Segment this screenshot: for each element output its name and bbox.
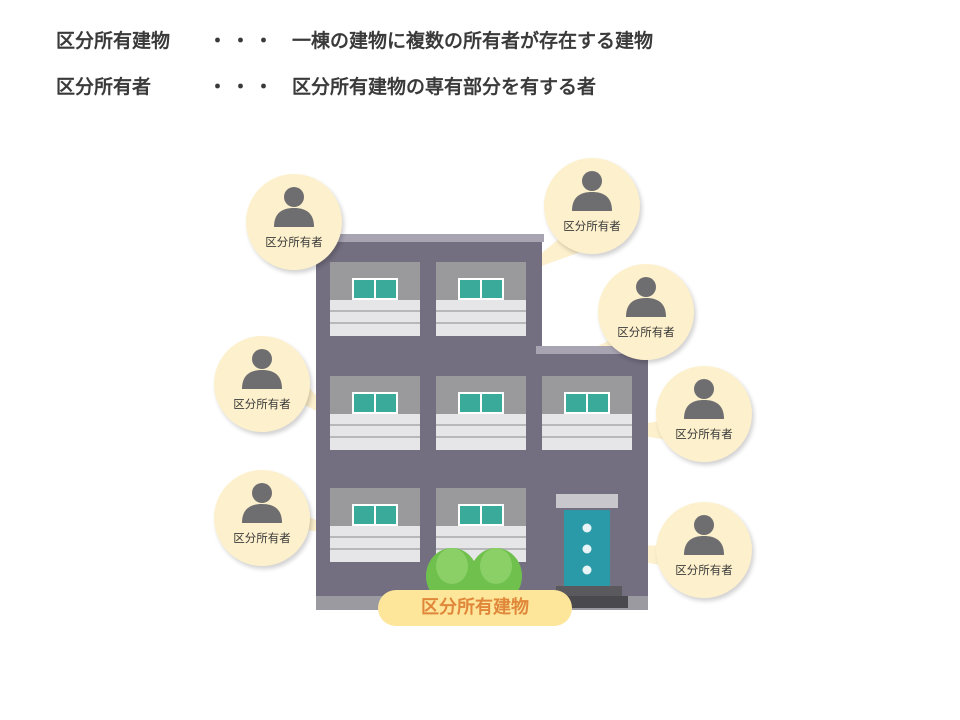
- door-light: [582, 544, 592, 554]
- roof-edge: [314, 234, 544, 242]
- entrance-canopy: [556, 494, 618, 508]
- owner-bubble: 区分所有者: [656, 366, 752, 462]
- owner-bubble: 区分所有者: [598, 264, 694, 360]
- description-building: 一棟の建物に複数の所有者が存在する建物: [292, 30, 654, 52]
- person-icon: [242, 349, 282, 389]
- owner-label: 区分所有者: [617, 325, 675, 339]
- unit: [542, 376, 632, 450]
- owner-label: 区分所有者: [563, 219, 621, 233]
- door-step: [556, 586, 622, 596]
- description-owner: 区分所有建物の専有部分を有する者: [292, 76, 597, 98]
- units: [330, 262, 632, 562]
- person-icon: [684, 515, 724, 555]
- unit: [330, 488, 420, 562]
- unit: [330, 376, 420, 450]
- term-building: 区分所有建物: [56, 30, 171, 52]
- owner-label: 区分所有者: [265, 235, 323, 249]
- term-owner: 区分所有者: [56, 76, 152, 98]
- person-icon: [572, 171, 612, 211]
- wing-roof-edge: [536, 346, 648, 354]
- person-icon: [626, 277, 666, 317]
- owner-bubble: 区分所有者: [214, 470, 310, 566]
- door-light: [582, 565, 592, 575]
- unit: [436, 262, 526, 336]
- owner-label: 区分所有者: [233, 397, 291, 411]
- building-name-tag: 区分所有建物: [378, 590, 572, 626]
- separator: ・・・: [208, 30, 278, 52]
- owner-bubble: 区分所有者: [214, 336, 310, 432]
- person-icon: [242, 483, 282, 523]
- unit: [330, 262, 420, 336]
- owner-bubble: 区分所有者: [656, 502, 752, 598]
- person-icon: [684, 379, 724, 419]
- owner-label: 区分所有者: [675, 427, 733, 441]
- separator: ・・・: [208, 76, 278, 98]
- unit: [436, 376, 526, 450]
- owner-label: 区分所有者: [233, 531, 291, 545]
- owner-label: 区分所有者: [675, 563, 733, 577]
- person-icon: [274, 187, 314, 227]
- owner-bubble: 区分所有者: [246, 174, 342, 270]
- door-light: [582, 523, 592, 533]
- owner-bubble: 区分所有者: [544, 158, 640, 254]
